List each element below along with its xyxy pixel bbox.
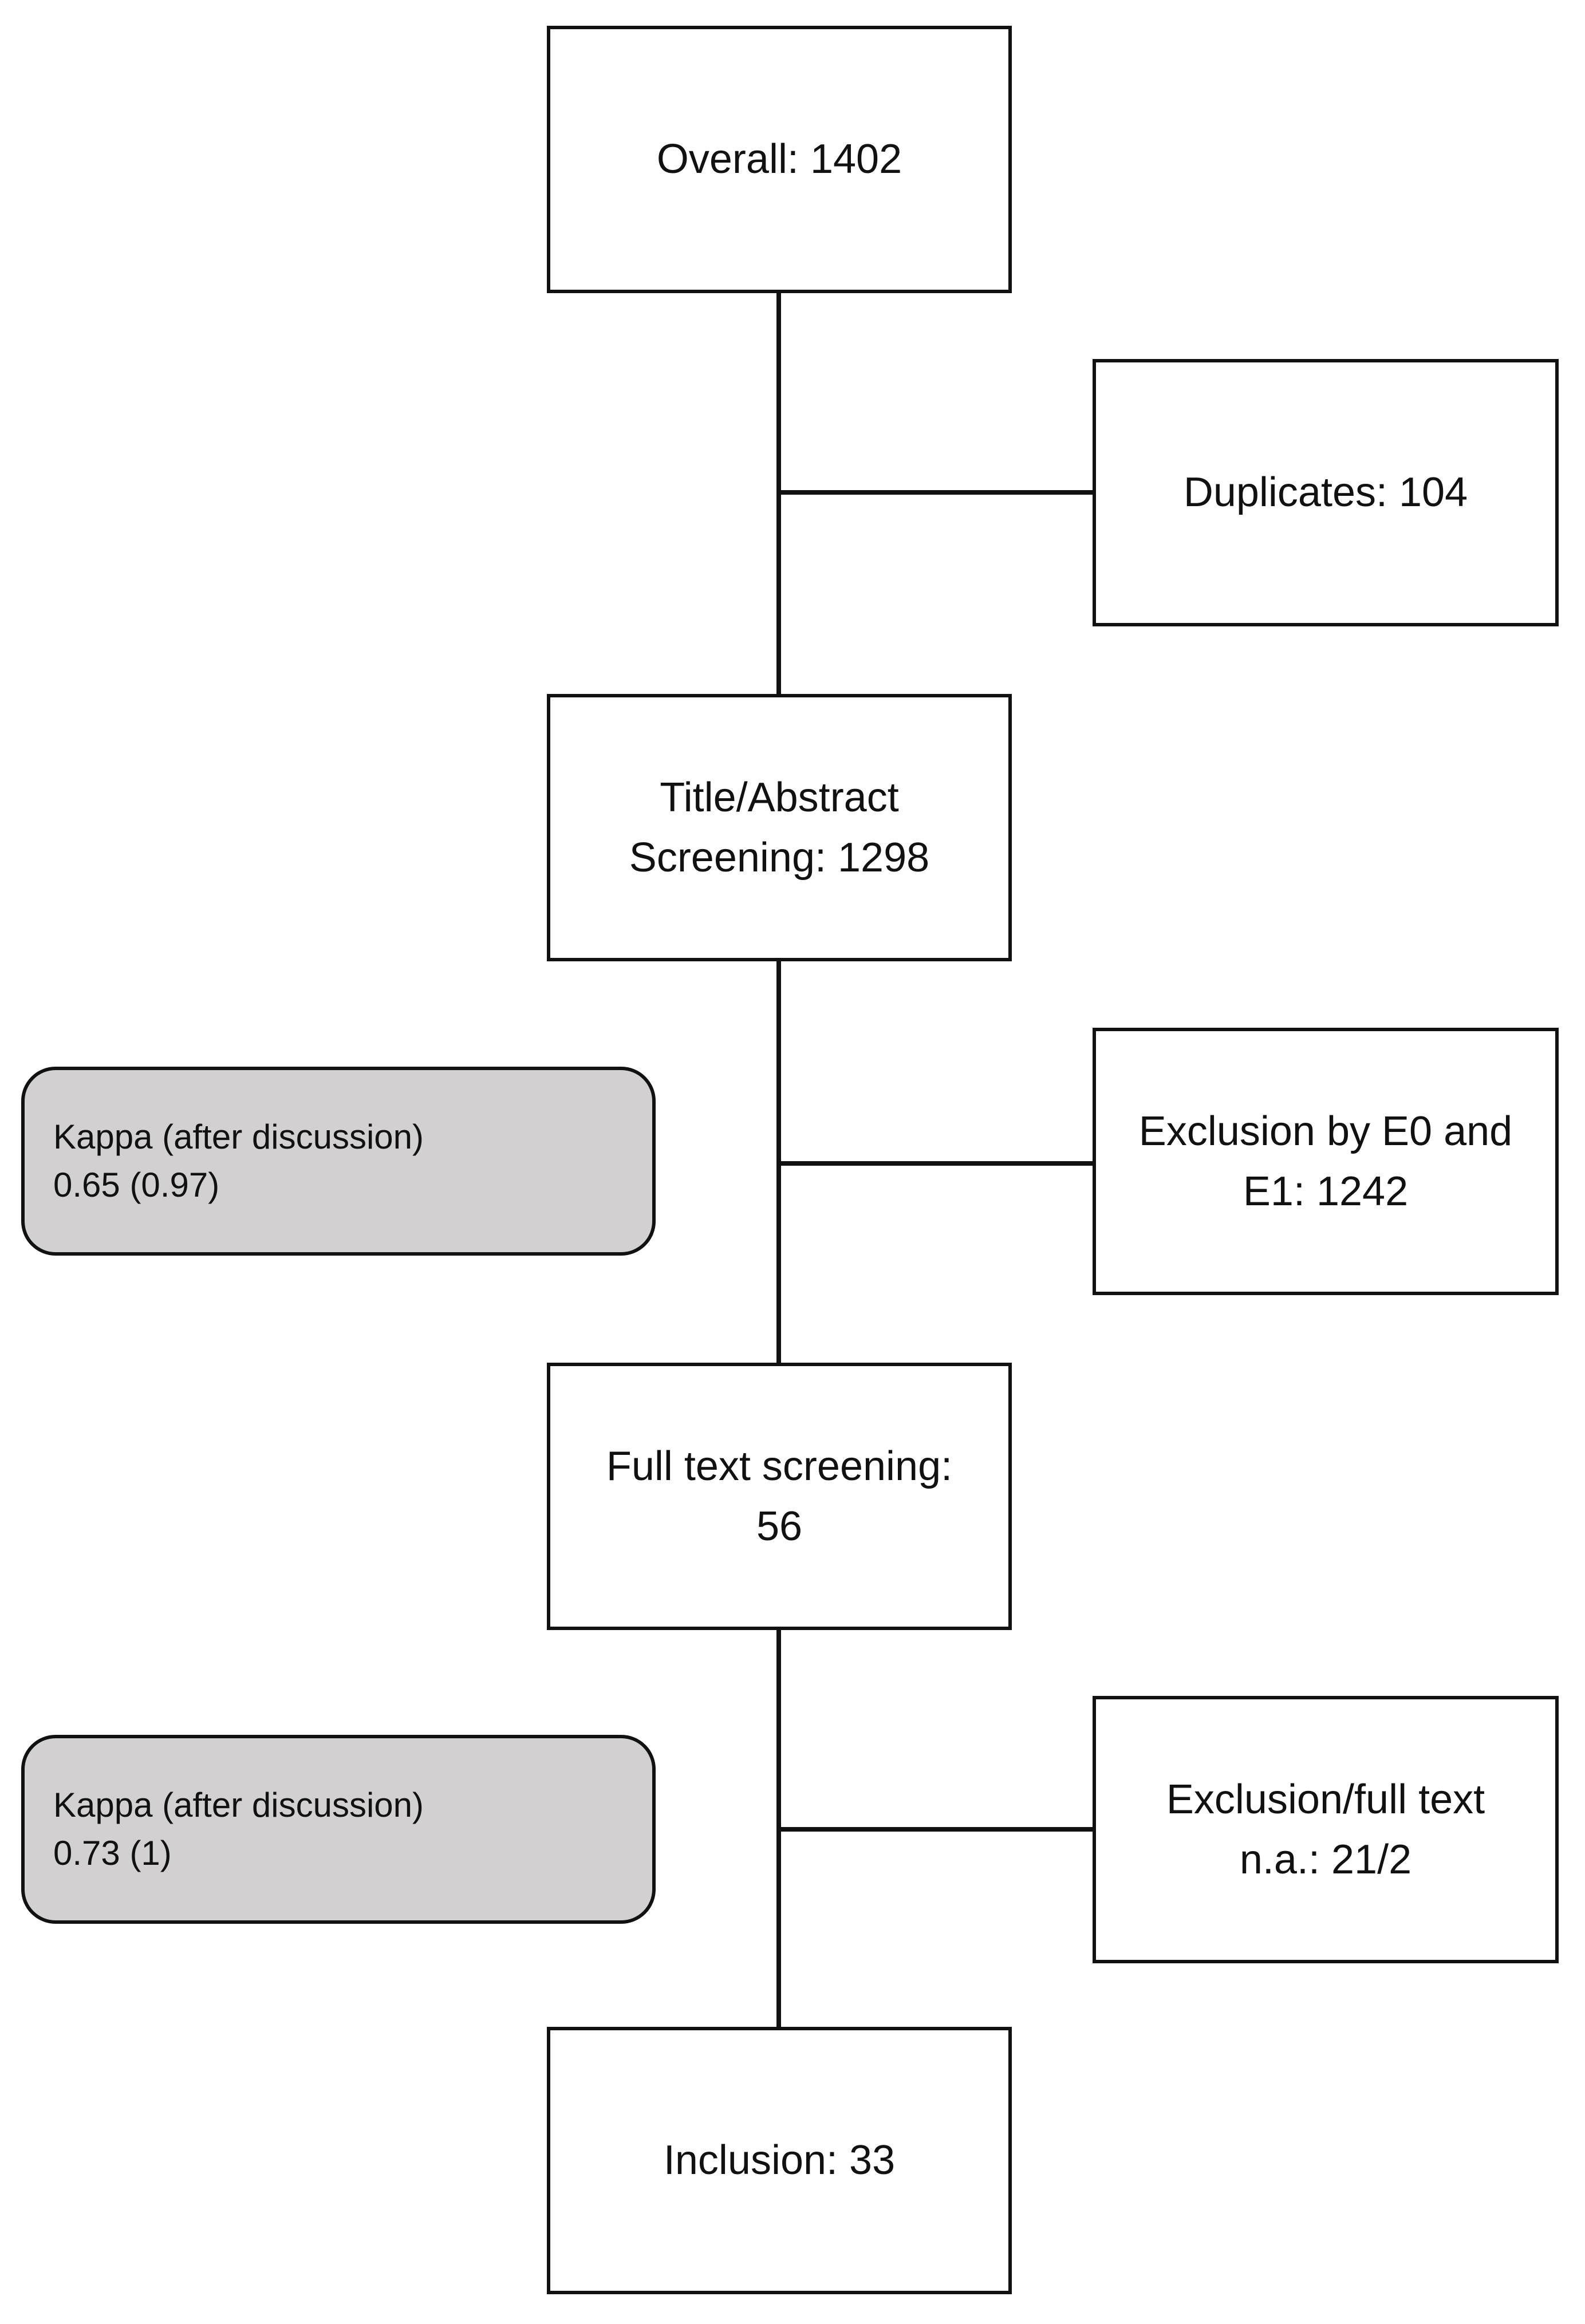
exclusion-full-text-label: Exclusion/full text n.a.: 21/2 <box>1166 1777 1485 1883</box>
overall-label: Overall: 1402 <box>656 136 902 183</box>
kappa-note-1-label: Kappa (after discussion) 0.65 (0.97) <box>53 1118 424 1204</box>
title-abstract-screening-box: Title/Abstract Screening: 1298 <box>547 694 1012 961</box>
exclusion-e0-e1-box: Exclusion by E0 and E1: 1242 <box>1093 1028 1559 1295</box>
inclusion-label: Inclusion: 33 <box>663 2137 896 2184</box>
full-text-screening-label: Full text screening: 56 <box>606 1443 953 1549</box>
overall-box: Overall: 1402 <box>547 26 1012 293</box>
full-text-screening-box: Full text screening: 56 <box>547 1363 1012 1630</box>
exclusion-e0-e1-label: Exclusion by E0 and E1: 1242 <box>1138 1108 1513 1214</box>
inclusion-box: Inclusion: 33 <box>547 2027 1012 2294</box>
kappa-note-1: Kappa (after discussion) 0.65 (0.97) <box>21 1067 656 1256</box>
exclusion-full-text-box: Exclusion/full text n.a.: 21/2 <box>1093 1696 1559 1963</box>
duplicates-box: Duplicates: 104 <box>1093 359 1559 626</box>
kappa-note-2: Kappa (after discussion) 0.73 (1) <box>21 1735 656 1924</box>
kappa-note-2-label: Kappa (after discussion) 0.73 (1) <box>53 1786 424 1872</box>
title-abstract-screening-label: Title/Abstract Screening: 1298 <box>629 775 930 881</box>
duplicates-label: Duplicates: 104 <box>1183 469 1468 516</box>
